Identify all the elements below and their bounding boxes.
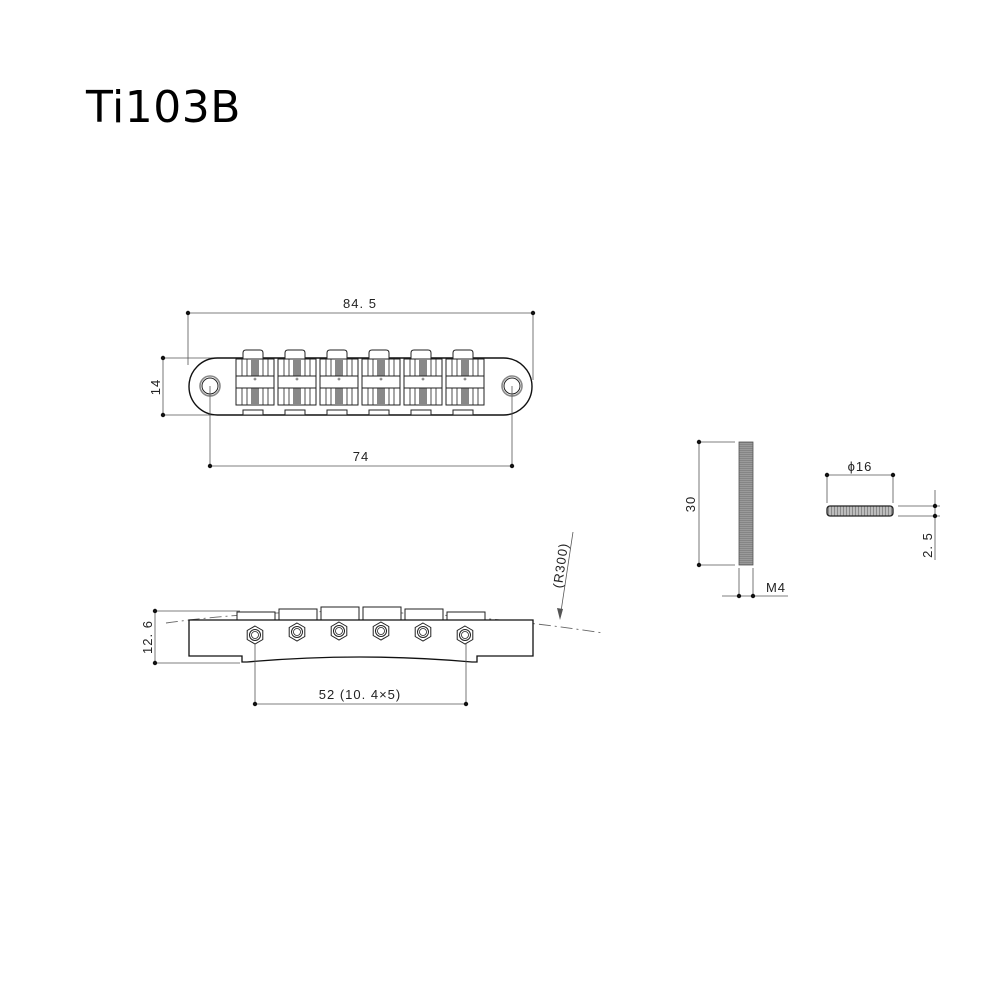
stud-view: 30 M4 <box>683 439 788 599</box>
radius-label: (R300) <box>550 542 571 589</box>
top-view: 84. 5 14 74 <box>148 296 536 469</box>
threaded-stud <box>738 441 754 566</box>
bridge-body-side <box>188 619 534 663</box>
stud-spacing-label: 74 <box>353 449 369 464</box>
thumbwheel-thickness-label: 2. 5 <box>920 532 935 558</box>
hex-nut-6 <box>456 625 474 645</box>
saddle-1 <box>235 349 275 416</box>
side-height-label: 12. 6 <box>140 620 155 654</box>
model-title: Ti103B <box>86 82 241 133</box>
hex-nut-2 <box>288 622 306 642</box>
saddle-2 <box>277 349 317 416</box>
stud-length-label: 30 <box>683 496 698 512</box>
hex-nut-3 <box>330 621 348 641</box>
thumbwheel-diameter-label: ϕ16 <box>848 459 873 474</box>
hex-nut-4 <box>372 621 390 641</box>
string-spacing-label: 52 (10. 4×5) <box>319 687 401 702</box>
side-view: 12. 6 <box>140 531 604 707</box>
hex-nut-5 <box>414 622 432 642</box>
thumbwheel <box>826 505 894 517</box>
overall-length-label: 84. 5 <box>343 296 377 311</box>
saddle-5 <box>403 349 443 416</box>
saddle-4 <box>361 349 401 416</box>
saddle-3 <box>319 349 359 416</box>
height-label: 14 <box>148 379 163 395</box>
thread-size-label: M4 <box>766 580 786 595</box>
thumbwheel-view: ϕ16 2. 5 <box>824 459 940 560</box>
saddle-6 <box>445 349 485 416</box>
hex-nut-1 <box>246 625 264 645</box>
